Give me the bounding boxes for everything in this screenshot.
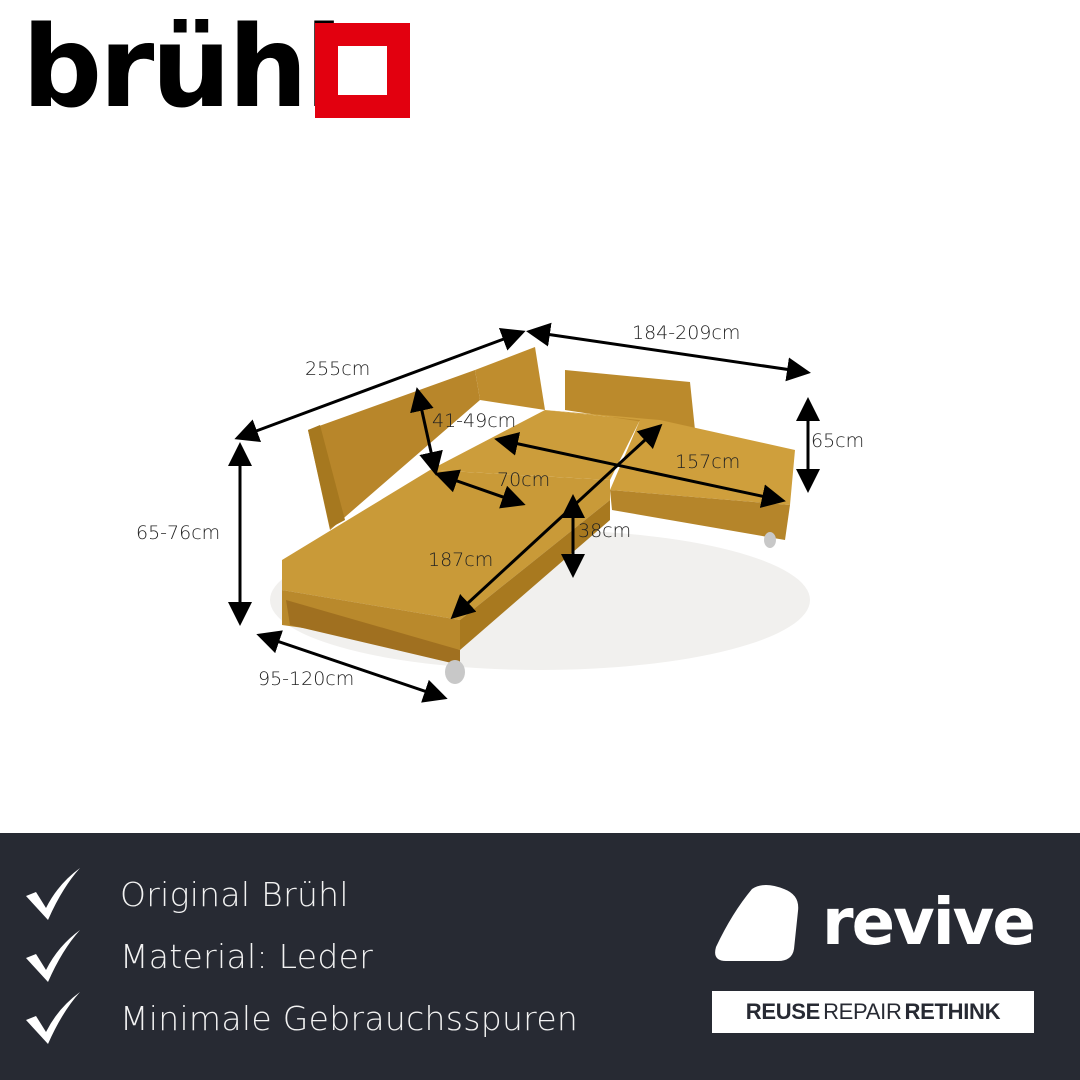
- brand-logo: brühl: [22, 3, 343, 133]
- dimension-side-length: 184-209cm: [632, 322, 741, 344]
- feature-item: Minimale Gebrauchsspuren: [24, 987, 578, 1049]
- tagline-repair: REPAIR: [823, 999, 902, 1024]
- dimension-seat-depth: 70cm: [497, 469, 551, 491]
- tagline-rethink: RETHINK: [904, 999, 1001, 1024]
- checkmark-icon: [26, 930, 80, 982]
- revive-tagline: REUSE REPAIR RETHINK: [712, 991, 1034, 1033]
- dimension-chaise-length: 157cm: [675, 451, 741, 473]
- checkmark-icon: [26, 992, 80, 1044]
- feature-text: Original Brühl: [120, 874, 349, 914]
- feature-text: Material: Leder: [120, 936, 374, 976]
- dimension-total-length: 255cm: [305, 358, 371, 380]
- feature-list: Original Brühl Material: Leder Minimale …: [24, 863, 578, 1049]
- sofa-illustration: [228, 322, 820, 703]
- brand-name: brühl: [22, 3, 343, 133]
- footer-band: Original Brühl Material: Leder Minimale …: [0, 833, 1080, 1080]
- revive-name: revive: [822, 886, 1036, 960]
- tagline-reuse: REUSE: [745, 999, 821, 1024]
- revive-logo: revive REUSE REPAIR RETHINK: [712, 878, 1042, 1033]
- dimension-depth: 95-120cm: [258, 668, 355, 690]
- brand-square-icon: [315, 23, 410, 118]
- feature-item: Original Brühl: [24, 863, 578, 925]
- feature-item: Material: Leder: [24, 925, 578, 987]
- dimension-seat-height: 38cm: [578, 520, 632, 542]
- feature-text: Minimale Gebrauchsspuren: [120, 998, 579, 1038]
- dimension-seat-length: 187cm: [428, 549, 494, 571]
- product-image: 255cm 184-209cm 41-49cm 65cm 70cm 157cm …: [0, 300, 1080, 720]
- revive-shape-icon: [715, 885, 799, 961]
- dimension-total-height: 65-76cm: [136, 522, 221, 544]
- dimension-back-height: 41-49cm: [432, 410, 517, 432]
- checkmark-icon: [26, 868, 80, 920]
- dimension-armrest-height: 65cm: [811, 430, 865, 452]
